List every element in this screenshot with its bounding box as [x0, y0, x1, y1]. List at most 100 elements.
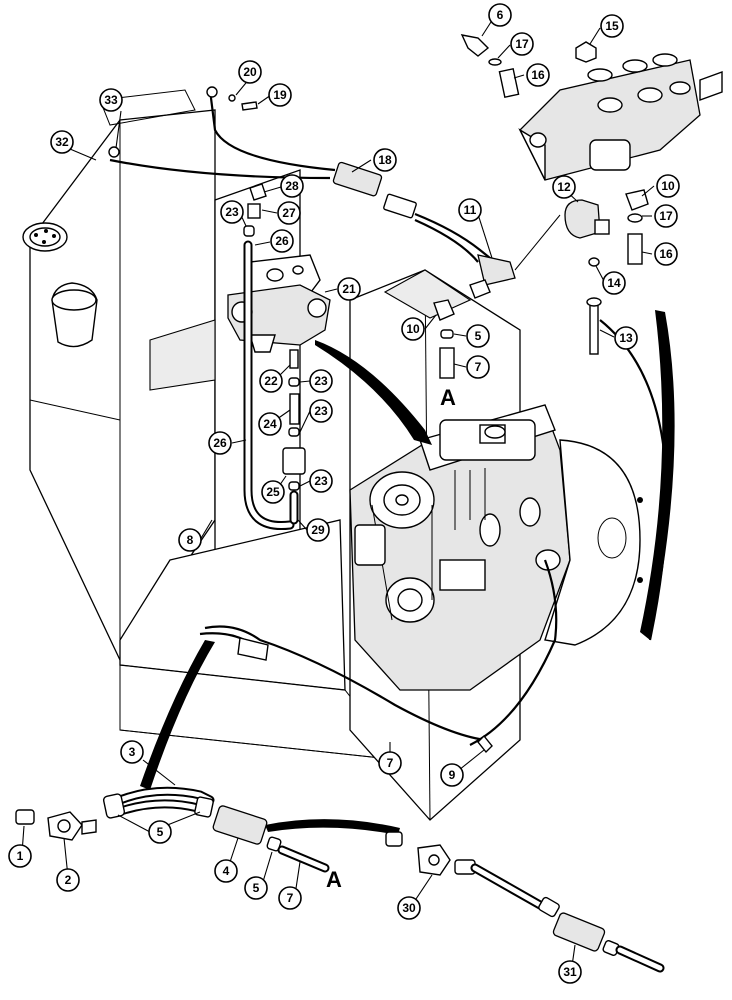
callout-label: 14	[607, 276, 621, 290]
callout-c27: 27	[277, 201, 301, 225]
callout-c14: 14	[602, 271, 626, 295]
callout-c23c: 23	[309, 399, 333, 423]
callout-label: 21	[342, 282, 356, 296]
callout-c12: 12	[552, 175, 576, 199]
callout-c7c: 7	[278, 886, 302, 910]
callout-label: 5	[253, 881, 260, 895]
valve-mount-hardware	[228, 34, 649, 379]
callout-label: 17	[659, 209, 673, 223]
callout-c5c: 5	[244, 876, 268, 900]
callout-label: 18	[378, 153, 392, 167]
callout-c17a: 17	[510, 32, 534, 56]
callout-c26b: 26	[208, 431, 232, 455]
callout-label: 5	[475, 329, 482, 343]
callout-c1: 1	[8, 844, 32, 868]
callout-label: 25	[266, 485, 280, 499]
callout-label: 23	[314, 374, 328, 388]
control-valve	[518, 53, 723, 181]
callout-c24: 24	[258, 412, 282, 436]
callout-label: 24	[263, 417, 277, 431]
engine-assembly	[349, 404, 643, 691]
callout-label: 28	[285, 179, 299, 193]
callout-label: 11	[464, 203, 477, 217]
callout-c3: 3	[120, 740, 144, 764]
reference-letter-a-lower: A	[326, 867, 342, 892]
callout-c19: 19	[268, 83, 292, 107]
callout-label: 16	[659, 247, 673, 261]
callout-label: 27	[282, 206, 296, 220]
callout-c23a: 23	[220, 200, 244, 224]
callout-label: 7	[287, 891, 294, 905]
callout-c31: 31	[558, 960, 582, 984]
callout-c28: 28	[280, 174, 304, 198]
callout-label: 5	[157, 825, 164, 839]
callout-label: 33	[104, 93, 118, 107]
callout-c11: 11	[458, 198, 482, 222]
callout-label: 20	[243, 65, 257, 79]
callout-c29: 29	[306, 518, 330, 542]
callout-label: 1	[17, 849, 24, 863]
callout-c9: 9	[440, 763, 464, 787]
callout-label: 12	[557, 180, 571, 194]
lower-fuel-line	[15, 786, 330, 873]
callout-label: 16	[531, 68, 545, 82]
callout-c30: 30	[397, 896, 421, 920]
callout-label: 22	[264, 374, 278, 388]
callout-label: 30	[402, 901, 416, 915]
callout-label: 13	[619, 331, 633, 345]
callout-label: 7	[387, 756, 394, 770]
callout-label: 9	[449, 768, 456, 782]
callout-c16a: 16	[526, 63, 550, 87]
callout-c8: 8	[178, 528, 202, 552]
callout-label: 7	[475, 360, 482, 374]
callout-c16b: 16	[654, 242, 678, 266]
callout-c32: 32	[50, 130, 74, 154]
callout-label: 29	[311, 523, 325, 537]
callout-label: 32	[55, 135, 69, 149]
callout-c13: 13	[614, 326, 638, 350]
callout-c20: 20	[238, 60, 262, 84]
callout-label: 26	[213, 436, 227, 450]
callout-label: 23	[314, 474, 328, 488]
lower-right-fuel-line	[385, 831, 665, 973]
callout-c33: 33	[99, 88, 123, 112]
flow-arrows	[140, 310, 675, 835]
callout-c4: 4	[214, 859, 238, 883]
callout-c26a: 26	[270, 229, 294, 253]
callout-c18: 18	[373, 148, 397, 172]
callout-label: 19	[273, 88, 287, 102]
callout-c2: 2	[56, 868, 80, 892]
callout-c17b: 17	[654, 204, 678, 228]
callout-label: 17	[515, 37, 529, 51]
callout-label: 15	[605, 19, 619, 33]
callout-label: 4	[223, 864, 230, 878]
callout-label: 23	[225, 205, 239, 219]
callout-label: 3	[129, 745, 136, 759]
callout-label: 2	[65, 873, 72, 887]
pump-supply-hose	[243, 183, 306, 531]
callout-c5a: 5	[466, 324, 490, 348]
callout-c21: 21	[337, 277, 361, 301]
fuel-filler-cap	[22, 222, 98, 348]
callout-c25: 25	[261, 480, 285, 504]
reference-letter-a-upper: A	[440, 385, 456, 410]
fuel-pump-assembly	[227, 254, 331, 353]
callout-c7b: 7	[378, 751, 402, 775]
callout-label: 10	[406, 322, 420, 336]
callout-c10a: 10	[656, 174, 680, 198]
callout-c22: 22	[259, 369, 283, 393]
callout-c6: 6	[488, 3, 512, 27]
callout-c7a: 7	[466, 355, 490, 379]
callout-label: 6	[497, 8, 504, 22]
callout-label: 31	[563, 965, 577, 979]
callout-c5b: 5	[148, 820, 172, 844]
callout-label: 10	[661, 179, 675, 193]
callout-c15: 15	[600, 14, 624, 38]
callout-label: 26	[275, 234, 289, 248]
callout-c10b: 10	[401, 317, 425, 341]
callout-label: 8	[187, 533, 194, 547]
callout-c23b: 23	[309, 369, 333, 393]
callout-label: 23	[314, 404, 328, 418]
callout-c23d: 23	[309, 469, 333, 493]
